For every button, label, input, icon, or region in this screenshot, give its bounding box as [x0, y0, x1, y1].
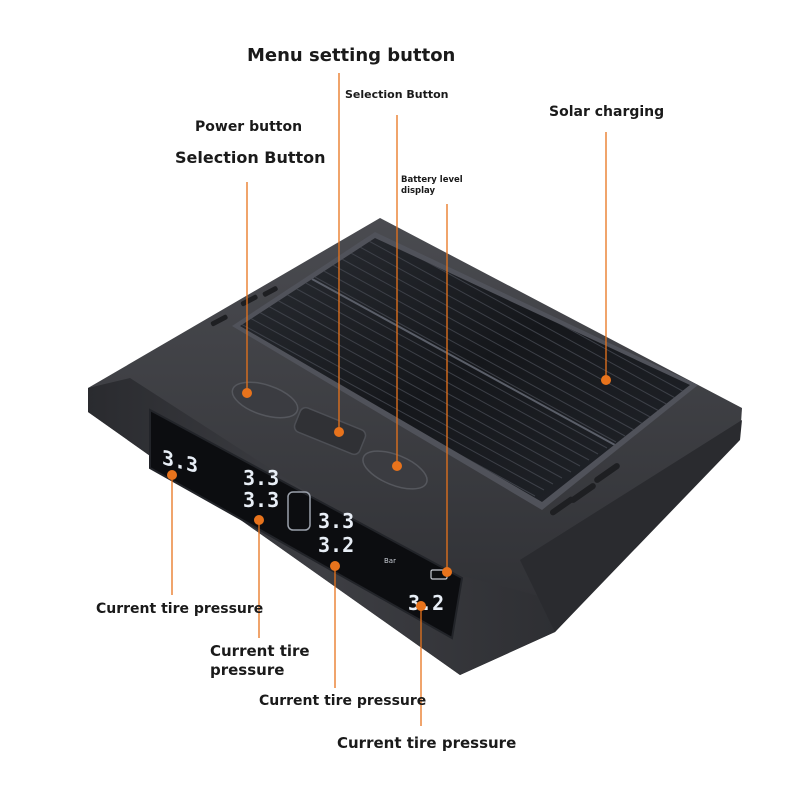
label-selection-button-top: Selection Button	[345, 88, 449, 101]
label-tire-pressure-2: Current tire pressure	[210, 642, 310, 679]
callout-dots	[167, 375, 611, 611]
vent-slots	[210, 286, 620, 516]
label-tire-pressure-1: Current tire pressure	[96, 601, 264, 617]
label-selection-button-left: Selection Button	[175, 148, 326, 167]
label-power-button: Power button	[195, 119, 303, 135]
lcd-rear-mid-a: 3.3	[318, 509, 354, 533]
lcd-display: 3.3 3.3 3.3 3.3 3.2 Bar 3.2	[149, 408, 464, 640]
lcd-front-mid-a: 3.3	[243, 466, 279, 490]
solar-panel	[232, 232, 698, 510]
lcd-unit: Bar	[384, 557, 396, 565]
lcd-rear-mid-b: 3.2	[318, 533, 354, 557]
label-tire-pressure-4: Current tire pressure	[337, 734, 517, 752]
menu-button[interactable]	[293, 406, 368, 456]
lcd-rear-right: 3.2	[408, 591, 444, 615]
callout-lines	[171, 73, 607, 726]
lcd-front-mid-b: 3.3	[243, 488, 279, 512]
label-tire-pressure-3: Current tire pressure	[259, 693, 427, 709]
label-menu-setting-button: Menu setting button	[247, 45, 456, 66]
label-solar-charging: Solar charging	[549, 104, 665, 120]
label-battery-level-display: Battery level display	[401, 175, 463, 196]
car-outline-icon	[287, 491, 311, 531]
